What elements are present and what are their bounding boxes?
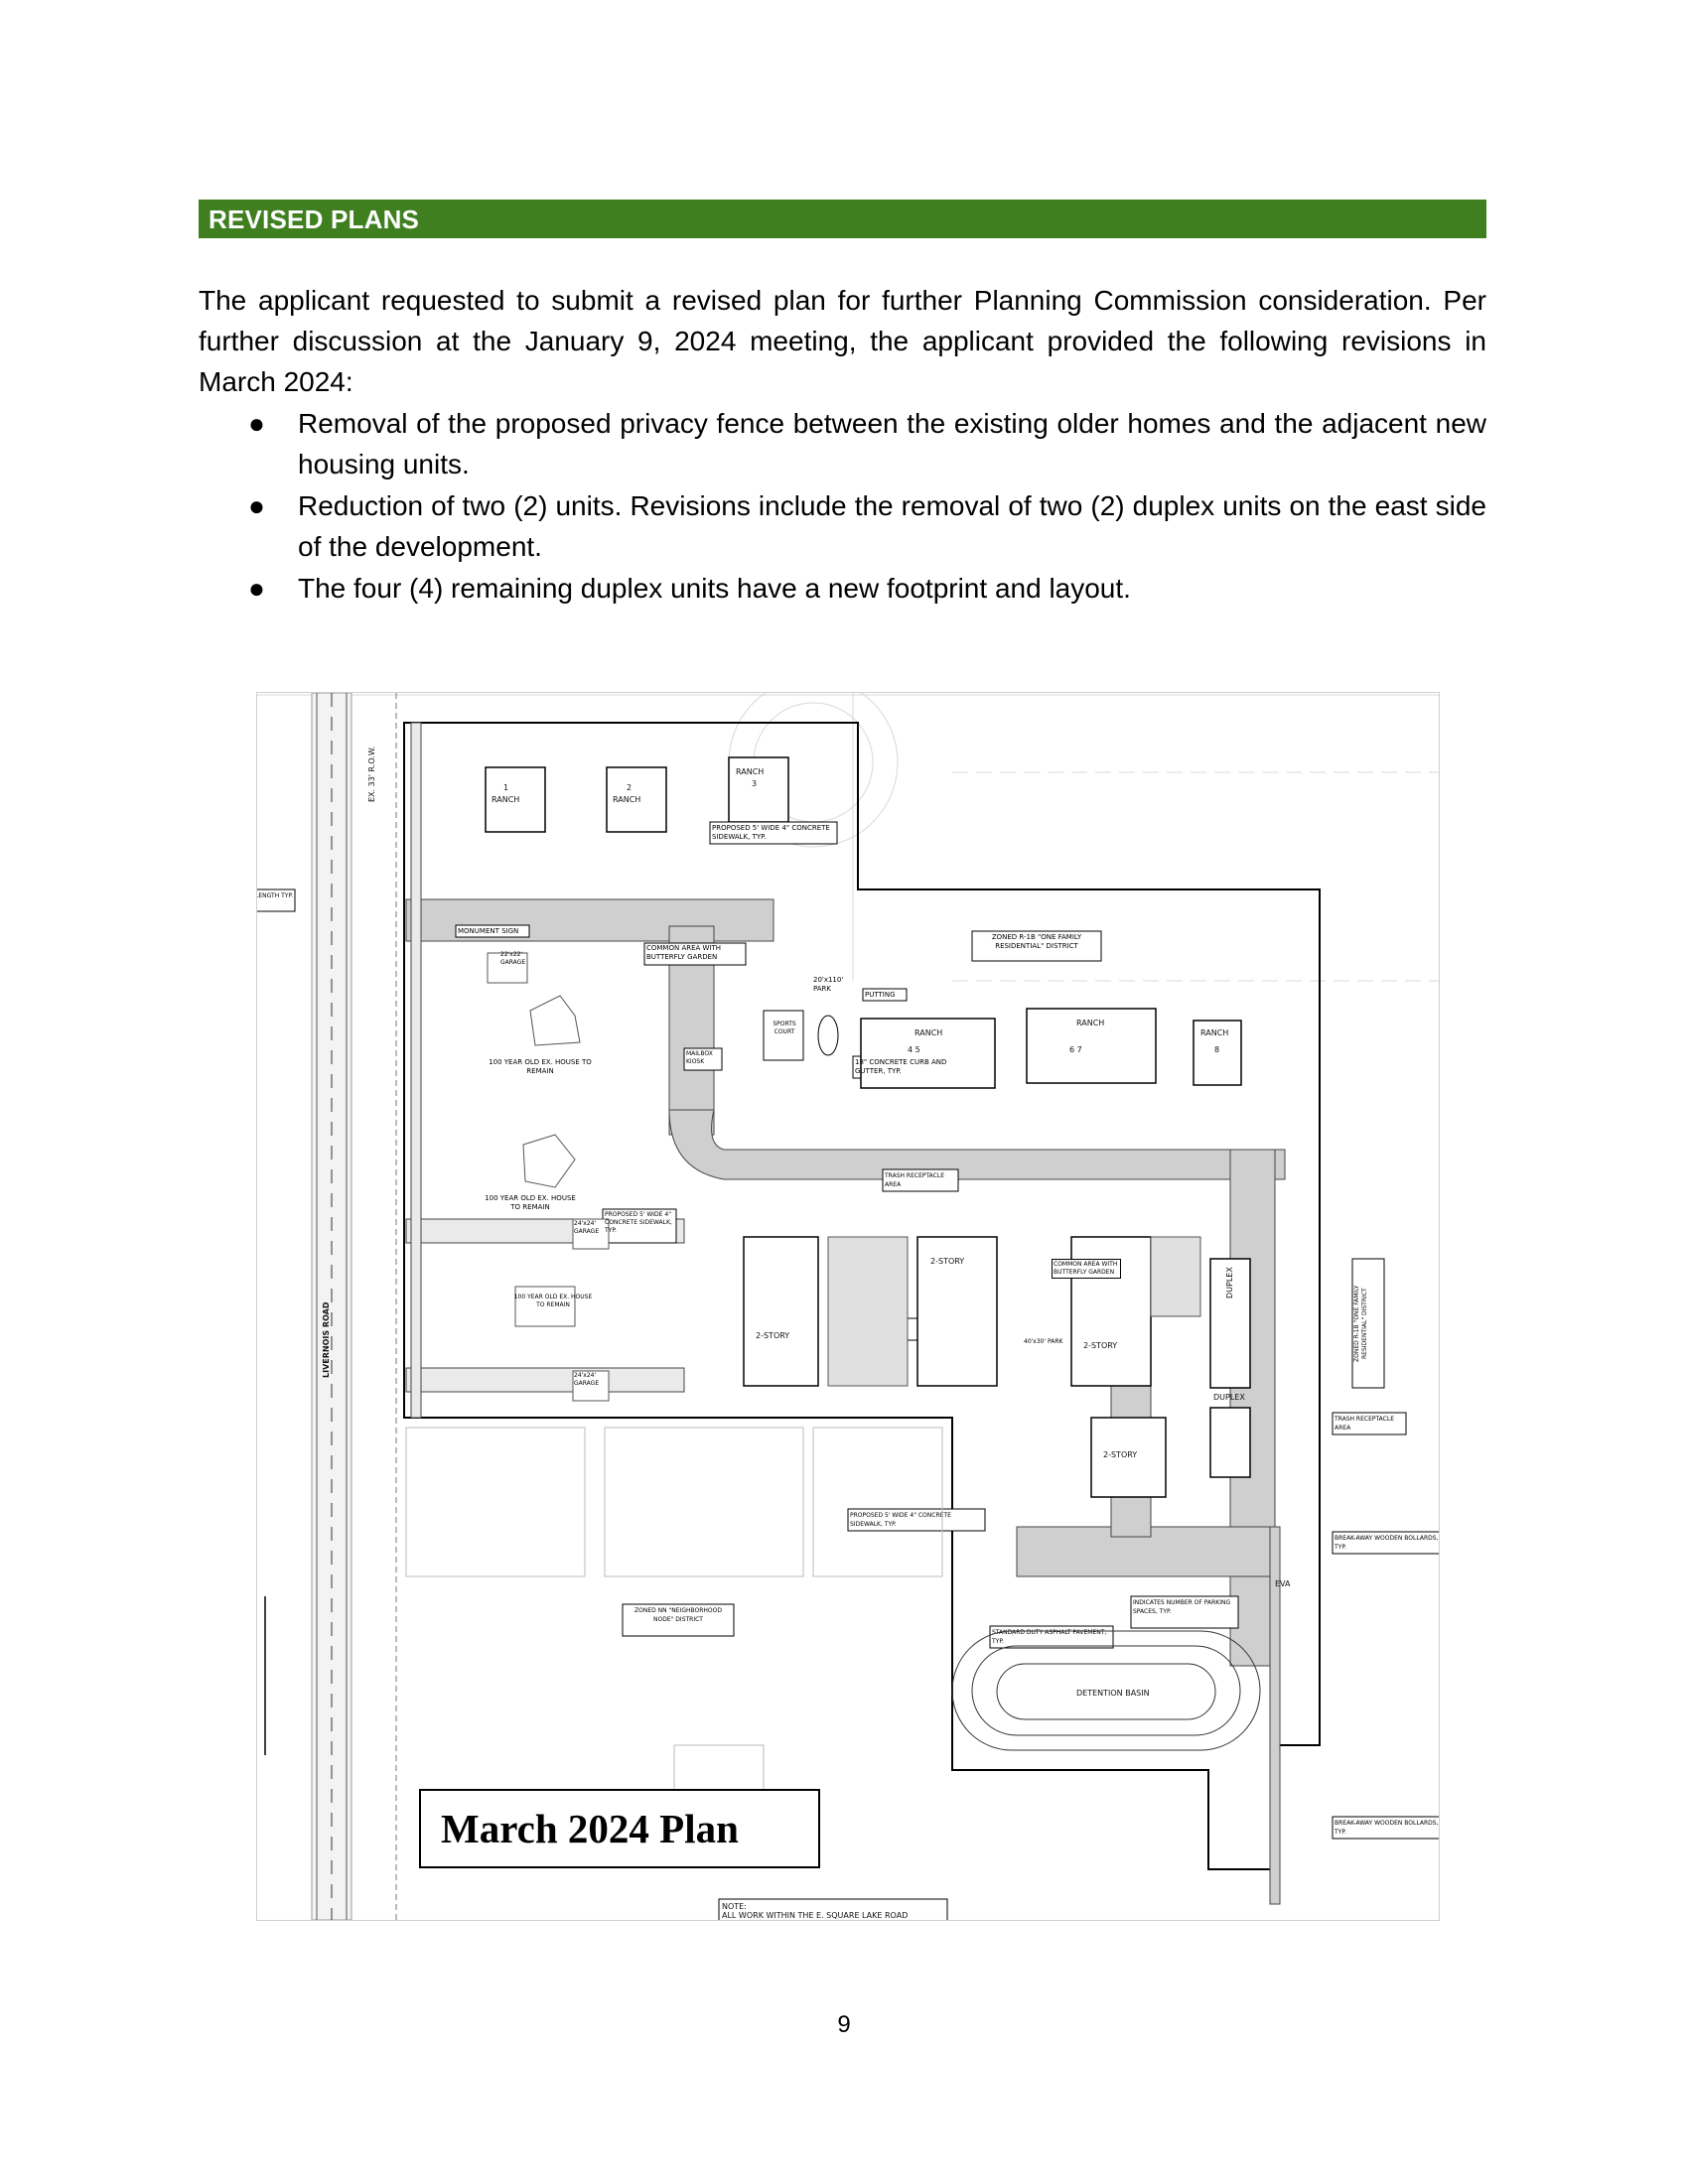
- access-drive: [405, 898, 1286, 1905]
- duplex-label: DUPLEX: [1225, 1267, 1234, 1298]
- callout-box: [1130, 1595, 1239, 1629]
- trash-area-label: TRASH RECEPTACLE AREA: [885, 1172, 945, 1188]
- bollards-callout: BREAK-AWAY WOODEN BOLLARDS, TYP.: [1335, 1535, 1439, 1551]
- callout-box: [847, 1508, 986, 1532]
- callout-box: [602, 1208, 677, 1244]
- unit-2-number: 2: [627, 783, 632, 792]
- ranch-units-top: [485, 756, 789, 833]
- list-item: ●Removal of the proposed privacy fence b…: [199, 403, 1486, 484]
- callout-box: [455, 924, 530, 938]
- revision-list: ●Removal of the proposed privacy fence b…: [199, 403, 1486, 610]
- unit-1-number: 1: [503, 783, 508, 792]
- note-title: NOTE:: [722, 1902, 747, 1911]
- callout-box: [862, 988, 908, 1002]
- callout-box: [1332, 1531, 1439, 1555]
- bullet-icon: ●: [248, 573, 265, 604]
- common-area-label: COMMON AREA WITH BUTTERFLY GARDEN: [1052, 1259, 1121, 1279]
- mailbox-kiosk: [683, 1047, 723, 1071]
- callout-box: [257, 888, 296, 912]
- livernois-road: [311, 693, 397, 1920]
- callout-box: [622, 1603, 735, 1637]
- pavement-callout: STANDARD DUTY ASPHALT PAVEMENT, TYP.: [992, 1629, 1107, 1645]
- monument-sign-label: MONUMENT SIGN: [458, 927, 519, 935]
- section-heading: REVISED PLANS: [209, 205, 420, 234]
- bollards-callout: BREAK-AWAY WOODEN BOLLARDS, TYP.: [1335, 1820, 1439, 1836]
- trash-area-label: TRASH RECEPTACLE AREA: [1335, 1416, 1395, 1432]
- sidewalk-callout: PROPOSED 5' WIDE 4" CONCRETE SIDEWALK, T…: [850, 1512, 951, 1528]
- unit-6-7-numbers: 6 7: [1069, 1045, 1082, 1054]
- neighbouring-buildings: [405, 1427, 943, 1806]
- note-text: ALL WORK WITHIN THE E. SQUARE LAKE ROAD: [722, 1911, 908, 1920]
- putting-green-label: PUTTING GREEN: [865, 991, 896, 999]
- unit-type: 2-STORY: [930, 1257, 964, 1266]
- unit-3-type: RANCH: [736, 767, 764, 776]
- callout-box: [971, 930, 1102, 962]
- unit-type: 2-STORY: [1083, 1341, 1117, 1350]
- callout-box: [643, 942, 747, 966]
- unit-6-7-type: RANCH: [1076, 1019, 1104, 1027]
- callout-box: [1332, 1412, 1407, 1435]
- common-area-label: COMMON AREA WITH BUTTERFLY GARDEN: [646, 944, 722, 961]
- callout-box: [1351, 1258, 1385, 1389]
- bullet-icon: ●: [248, 490, 265, 521]
- page-number: 9: [837, 2011, 851, 2038]
- callout-box: [709, 821, 838, 845]
- figure-caption-box: March 2024 Plan: [419, 1789, 820, 1868]
- putting-green: [817, 1015, 839, 1056]
- unit-2-type: RANCH: [613, 795, 640, 804]
- intro-paragraph: The applicant requested to submit a revi…: [199, 285, 1486, 397]
- curb-callout: 18" CONCRETE CURB AND GUTTER, TYP.: [855, 1058, 947, 1075]
- callout-box: [882, 1168, 959, 1192]
- road-name: LIVERNOIS ROAD: [322, 1301, 331, 1378]
- existing-house-label: 100 YEAR OLD EX. HOUSE TO REMAIN: [489, 1058, 592, 1075]
- park-label: 20'x110' PARK: [813, 976, 844, 993]
- zoning-label: ZONED R-1B "ONE FAMILY RESIDENTIAL" DIST…: [1353, 1285, 1368, 1362]
- unit-type: 2-STORY: [756, 1331, 789, 1340]
- unit-3-number: 3: [752, 779, 757, 788]
- bullet-icon: ●: [248, 408, 265, 439]
- zoning-label: ZONED R-1B "ONE FAMILY RESIDENTIAL" DIST…: [991, 933, 1082, 950]
- detention-basin: [951, 1630, 1261, 1751]
- list-item: ●Reduction of two (2) units. Revisions i…: [199, 485, 1486, 567]
- mailbox-label: MAILBOX KIOSK: [686, 1050, 713, 1065]
- row-label: EX. 33' R.O.W.: [367, 747, 376, 802]
- parking-bays: [827, 1236, 1201, 1387]
- ranch-units-east: [860, 1008, 1242, 1089]
- zoning-label: ZONED NN "NEIGHBORHOOD NODE" DISTRICT: [634, 1607, 722, 1623]
- unit-8-number: 8: [1214, 1045, 1219, 1054]
- site-plan-drawing: LIVERNOIS ROAD EX. 33' R.O.W.: [257, 693, 1439, 1920]
- unit-1-type: RANCH: [492, 795, 519, 804]
- garage-label: 22'x22' GARAGE: [500, 951, 526, 966]
- note-box: [718, 1898, 948, 1920]
- sports-court-label: SPORTS COURT: [773, 1021, 796, 1035]
- parking-count-callout: INDICATES NUMBER OF PARKING SPACES, TYP.: [1133, 1599, 1231, 1615]
- detention-basin-label: DETENTION BASIN: [1076, 1689, 1150, 1698]
- unit-4-5-numbers: 4 5: [908, 1045, 920, 1054]
- site-plan-figure: LIVERNOIS ROAD EX. 33' R.O.W.: [256, 692, 1440, 1921]
- sidewalk-callout: PROPOSED 5' WIDE 4" CONCRETE SIDEWALK, T…: [712, 824, 830, 841]
- unit-type: 2-STORY: [1103, 1450, 1137, 1459]
- section-heading-bar: REVISED PLANS: [199, 200, 1486, 238]
- existing-house-label: 100 YEAR OLD EX. HOUSE TO REMAIN: [485, 1194, 576, 1211]
- figure-caption: March 2024 Plan: [441, 1806, 739, 1851]
- eva-label: EVA: [1275, 1579, 1291, 1588]
- list-item: ●The four (4) remaining duplex units hav…: [199, 568, 1486, 609]
- park-label: 40'x30' PARK: [1024, 1338, 1063, 1345]
- duplex-label: DUPLEX: [1213, 1393, 1245, 1402]
- callout-box: [1332, 1816, 1439, 1840]
- existing-houses: [487, 952, 610, 1402]
- garage-label: 24'x24' GARAGE: [574, 1372, 600, 1387]
- garage-label: 24'x24' GARAGE: [574, 1220, 600, 1235]
- sports-court: [763, 1010, 804, 1061]
- length-callout: LENGTH TYP.: [257, 892, 294, 899]
- existing-house-label: 100 YEAR OLD EX. HOUSE TO REMAIN: [513, 1294, 593, 1308]
- unit-4-5-type: RANCH: [914, 1028, 942, 1037]
- sidewalk-callout: PROPOSED 5' WIDE 4" CONCRETE SIDEWALK, T…: [605, 1211, 672, 1234]
- unit-8-type: RANCH: [1200, 1028, 1228, 1037]
